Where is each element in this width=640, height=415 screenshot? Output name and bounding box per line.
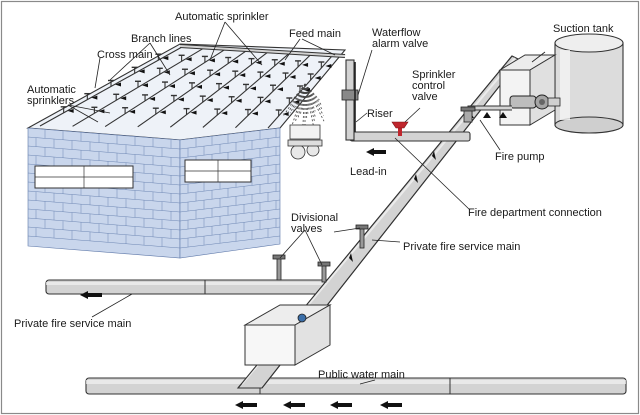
label-automatic-sprinkler: Automatic sprinkler	[175, 11, 269, 23]
fire-pump	[509, 94, 561, 110]
label-feed-main: Feed main	[289, 28, 341, 40]
divisional-valve-right	[355, 224, 369, 249]
left-main-flow-arrow	[80, 291, 102, 299]
label-public-water-main: Public water main	[318, 369, 405, 381]
label-fire-pump: Fire pump	[495, 151, 545, 163]
divisional-valve-mid	[317, 261, 331, 283]
private-main-left-pipe	[45, 279, 337, 295]
divisional-valve-left	[272, 254, 286, 281]
public-main-flow-arrows	[235, 401, 402, 409]
label-branch-lines: Branch lines	[131, 33, 192, 45]
label-private-fire-service-main-left: Private fire service main	[14, 318, 131, 330]
suction-tank	[554, 33, 624, 134]
lead-in-pipe	[349, 131, 471, 142]
label-riser: Riser	[367, 108, 393, 120]
label-cross-main: Cross main	[97, 49, 153, 61]
label-fire-department-connection: Fire department connection	[468, 207, 602, 219]
label-suction-tank: Suction tank	[553, 23, 614, 35]
lead-in-arrow	[366, 148, 386, 156]
pump-up-arrow-2	[483, 112, 491, 118]
sprinkler-control-valve	[391, 121, 409, 136]
pump-house	[498, 54, 557, 126]
meter-pit	[243, 304, 332, 366]
label-lead-in: Lead-in	[350, 166, 387, 178]
leader-lines	[67, 21, 546, 385]
pump-up-arrow-3	[499, 112, 507, 118]
sprinkler-spray	[282, 83, 325, 130]
brick-texture	[27, 128, 281, 249]
label-private-fire-service-main-right: Private fire service main	[403, 241, 520, 253]
equipment-under-spray	[287, 124, 323, 160]
fire-department-connection	[460, 106, 476, 123]
building	[26, 43, 347, 259]
feed-main-pipe	[179, 44, 346, 58]
